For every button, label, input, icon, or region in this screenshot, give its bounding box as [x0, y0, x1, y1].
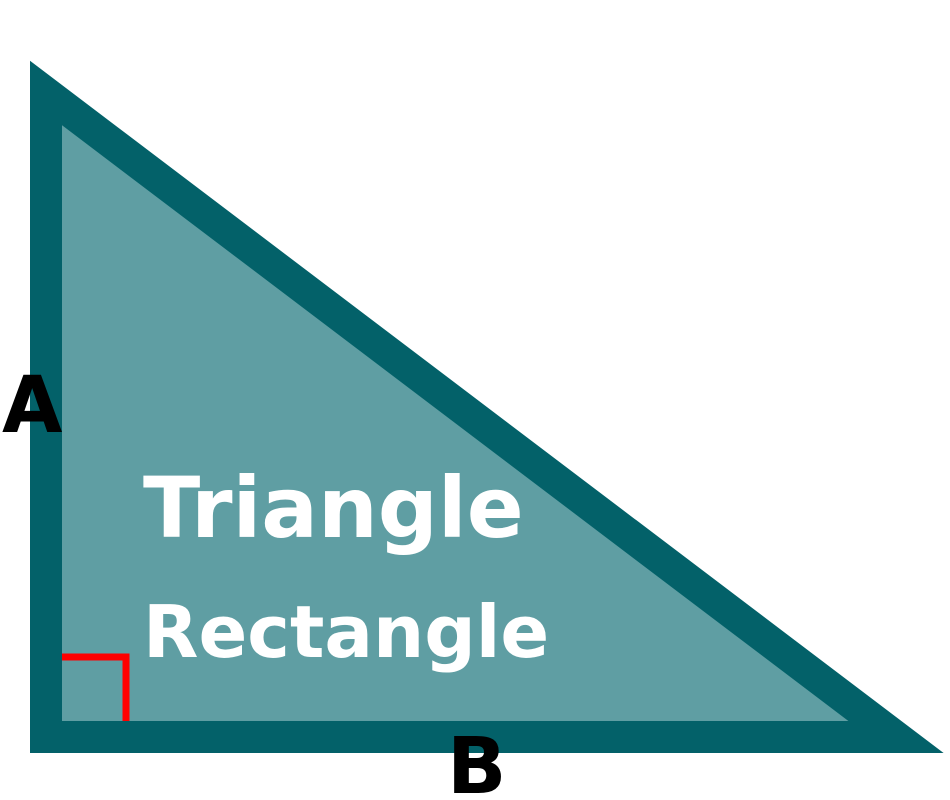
triangle-title-line2: Rectangle — [143, 590, 549, 674]
side-b-label: B — [447, 722, 506, 800]
right-angle-marker — [62, 653, 130, 721]
triangle-title-line1: Triangle — [143, 459, 524, 557]
side-a-label: A — [2, 361, 62, 451]
right-triangle — [29, 60, 944, 753]
